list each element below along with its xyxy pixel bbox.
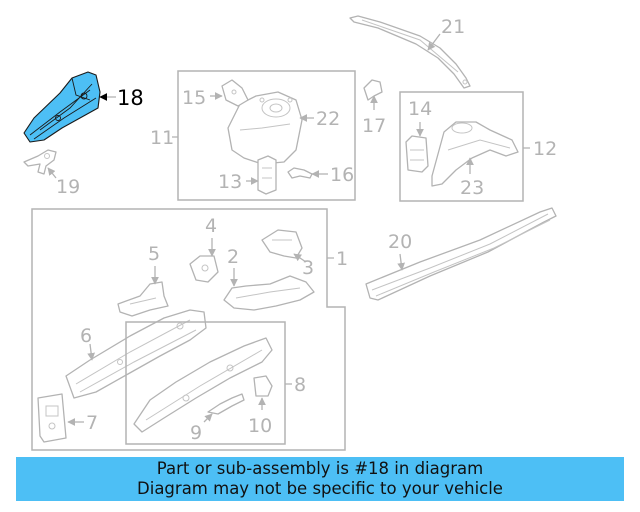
part-7 <box>37 393 67 443</box>
label-14: 14 <box>408 98 432 120</box>
label-9: 9 <box>190 422 202 444</box>
label-6: 6 <box>80 325 92 347</box>
label-12: 12 <box>533 138 557 160</box>
part-3 <box>261 229 303 259</box>
part-18-highlighted[interactable] <box>23 71 101 143</box>
part-4 <box>189 255 219 283</box>
group-box-11 <box>177 70 356 201</box>
label-18: 18 <box>117 86 144 110</box>
banner-line-1: Part or sub-assembly is #18 in diagram <box>156 459 484 478</box>
part-20 <box>365 207 557 301</box>
part-8-rail <box>133 337 273 433</box>
info-banner: Part or sub-assembly is #18 in diagram D… <box>16 457 624 501</box>
group-box-1 <box>31 208 346 451</box>
label-21: 21 <box>441 16 465 38</box>
label-5: 5 <box>148 243 160 265</box>
group-box-8 <box>125 321 286 445</box>
label-3: 3 <box>302 257 314 279</box>
label-11: 11 <box>150 127 174 149</box>
label-1: 1 <box>336 248 348 270</box>
part-17 <box>363 79 383 101</box>
label-16: 16 <box>330 164 354 186</box>
label-13: 13 <box>218 171 242 193</box>
part-21 <box>349 15 471 89</box>
part-22 <box>227 91 303 165</box>
label-19: 19 <box>56 176 80 198</box>
label-4: 4 <box>205 215 217 237</box>
part-14 <box>405 135 429 173</box>
group-box-12 <box>399 91 524 202</box>
part-2 <box>223 275 315 311</box>
part-6 <box>65 309 207 399</box>
part-16 <box>287 167 313 179</box>
part-9 <box>207 393 245 415</box>
part-5 <box>117 281 169 317</box>
label-22: 22 <box>316 108 340 130</box>
label-20: 20 <box>388 231 412 253</box>
parts-diagram: 18 19 11 22 15 13 16 <box>23 15 557 451</box>
part-13 <box>257 155 277 195</box>
banner-line-2: Diagram may not be specific to your vehi… <box>137 479 503 498</box>
part-10 <box>253 375 273 397</box>
part-15 <box>221 79 249 107</box>
label-7: 7 <box>86 412 98 434</box>
label-10: 10 <box>248 415 272 437</box>
label-2: 2 <box>227 246 239 268</box>
label-23: 23 <box>460 177 484 199</box>
part-23 <box>431 121 519 187</box>
label-8: 8 <box>294 374 306 396</box>
label-15: 15 <box>182 87 206 109</box>
part-19 <box>23 149 57 175</box>
label-17: 17 <box>362 115 386 137</box>
